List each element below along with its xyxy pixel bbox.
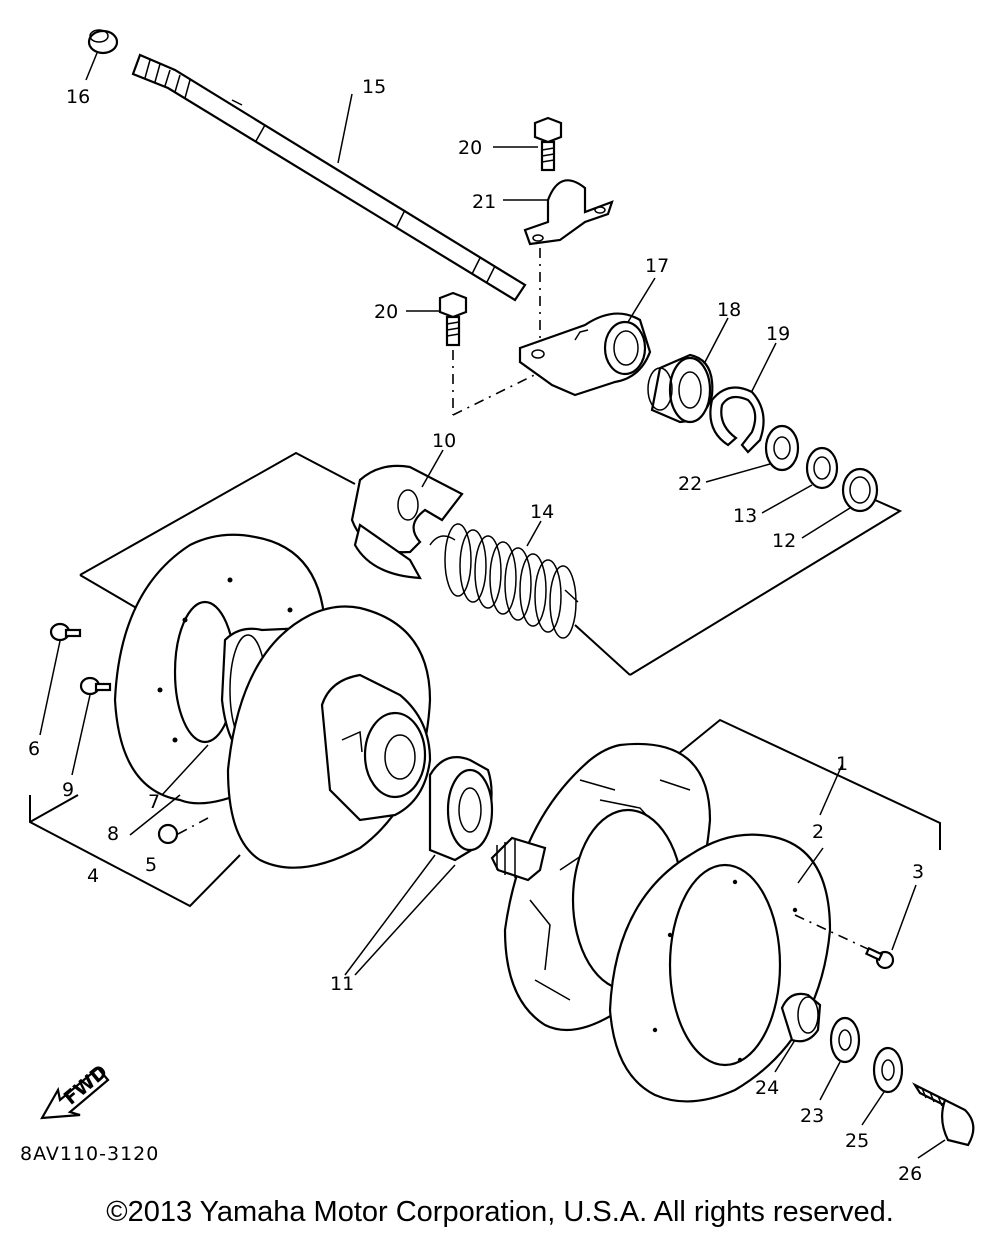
part-5-slider (157, 823, 179, 845)
label-22: 22 (678, 473, 702, 495)
part-6-screw (49, 622, 82, 642)
label-11: 11 (330, 973, 354, 995)
label-13: 13 (733, 505, 757, 527)
spring-coil (504, 547, 532, 621)
copyright-notice: ©2013 Yamaha Motor Corporation, U.S.A. A… (106, 1196, 894, 1228)
part-13-washer (805, 446, 839, 490)
label-14: 14 (530, 501, 554, 523)
part-23-washer (829, 1016, 861, 1064)
part-14-spring (429, 523, 579, 639)
label-16: 16 (66, 86, 90, 108)
spring-coil (489, 541, 517, 615)
label-15: 15 (362, 76, 386, 98)
label-26: 26 (898, 1163, 922, 1180)
part-22-washer (764, 424, 800, 472)
spring-coil (534, 559, 562, 633)
label-12: 12 (772, 530, 796, 552)
label-20a: 20 (458, 137, 482, 159)
part-9-screw (79, 676, 112, 696)
part-11-bushing (428, 756, 494, 862)
label-19: 19 (766, 323, 790, 345)
label-9: 9 (62, 779, 74, 801)
part-4-fixed-sheave (226, 605, 432, 869)
diagram-code: 8AV110-3120 (20, 1143, 159, 1165)
label-7: 7 (148, 791, 160, 813)
part-2-cover-plate (608, 833, 832, 1103)
part-16-cap (87, 29, 119, 55)
label-10: 10 (432, 430, 456, 452)
label-17: 17 (645, 255, 669, 277)
fwd-label: FWD (60, 1061, 112, 1110)
label-18: 18 (717, 299, 741, 321)
label-2: 2 (812, 821, 824, 843)
part-20-bolt-upper (533, 116, 563, 172)
spring-coil (549, 565, 577, 639)
part-18-bearing (647, 353, 714, 424)
part-24-roller (780, 992, 822, 1043)
label-24: 24 (755, 1077, 779, 1099)
spring-coil (444, 523, 472, 597)
part-26-bolt (911, 1082, 975, 1147)
label-3: 3 (912, 861, 924, 883)
part-25-washer (872, 1046, 904, 1094)
part-15-shaft (131, 53, 527, 302)
label-5: 5 (145, 854, 157, 876)
label-23: 23 (800, 1105, 824, 1127)
spring-coil (459, 529, 487, 603)
label-20b: 20 (374, 301, 398, 323)
label-25: 25 (845, 1130, 869, 1152)
part-19-circlip (709, 386, 765, 454)
part-3-screw (864, 946, 895, 970)
part-17-bearing-housing (518, 312, 652, 397)
forward-direction-arrow-icon: FWD (40, 1061, 112, 1120)
label-21: 21 (472, 191, 496, 213)
spring-coil (474, 535, 502, 609)
label-1: 1 (836, 753, 848, 775)
label-8: 8 (107, 823, 119, 845)
part-10-spring-seat (350, 464, 464, 580)
spring-coil (519, 553, 547, 627)
part-20-bolt-lower (438, 291, 468, 347)
label-6: 6 (28, 738, 40, 760)
part-12-washer (841, 467, 879, 513)
exploded-parts-diagram: FWD 16 15 20 21 17 18 19 20 10 22 13 12 … (20, 29, 975, 1180)
label-4: 4 (87, 865, 99, 887)
part-21-clamp (523, 179, 614, 246)
